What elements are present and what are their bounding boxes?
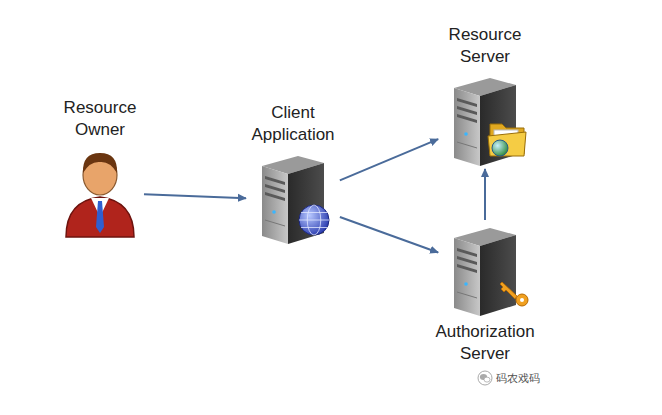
node-illustration xyxy=(440,72,530,167)
arrow-connector xyxy=(144,194,246,198)
node-illustration xyxy=(440,222,530,317)
server-tower xyxy=(454,228,516,316)
key-icon xyxy=(500,282,528,306)
watermark: 码农戏码 xyxy=(496,371,540,386)
node-label: Authorization Server xyxy=(426,321,544,365)
label-holder: Resource Server xyxy=(426,24,544,68)
server-tower xyxy=(454,78,516,166)
person-figure xyxy=(66,153,134,237)
folder-icon xyxy=(488,124,526,156)
node-label: Resource Owner xyxy=(41,97,159,141)
arrow-connector xyxy=(340,217,438,253)
node-illustration xyxy=(58,145,142,240)
node-label: Client Application xyxy=(234,102,352,146)
resource-owner-node: Resource Owner xyxy=(58,145,142,240)
node-label: Resource Server xyxy=(426,24,544,68)
arrow-connector xyxy=(484,169,486,220)
client-node: Client Application xyxy=(248,150,338,250)
label-holder: Client Application xyxy=(234,102,352,146)
label-holder: Resource Owner xyxy=(41,97,159,141)
node-illustration xyxy=(248,150,338,250)
label-holder: Authorization Server xyxy=(426,321,544,365)
server-node: Authorization Server xyxy=(440,222,530,317)
globe-icon xyxy=(299,205,329,235)
arrow-connector xyxy=(340,139,438,180)
server-node: Resource Server xyxy=(440,72,530,167)
wechat-icon xyxy=(478,371,492,385)
